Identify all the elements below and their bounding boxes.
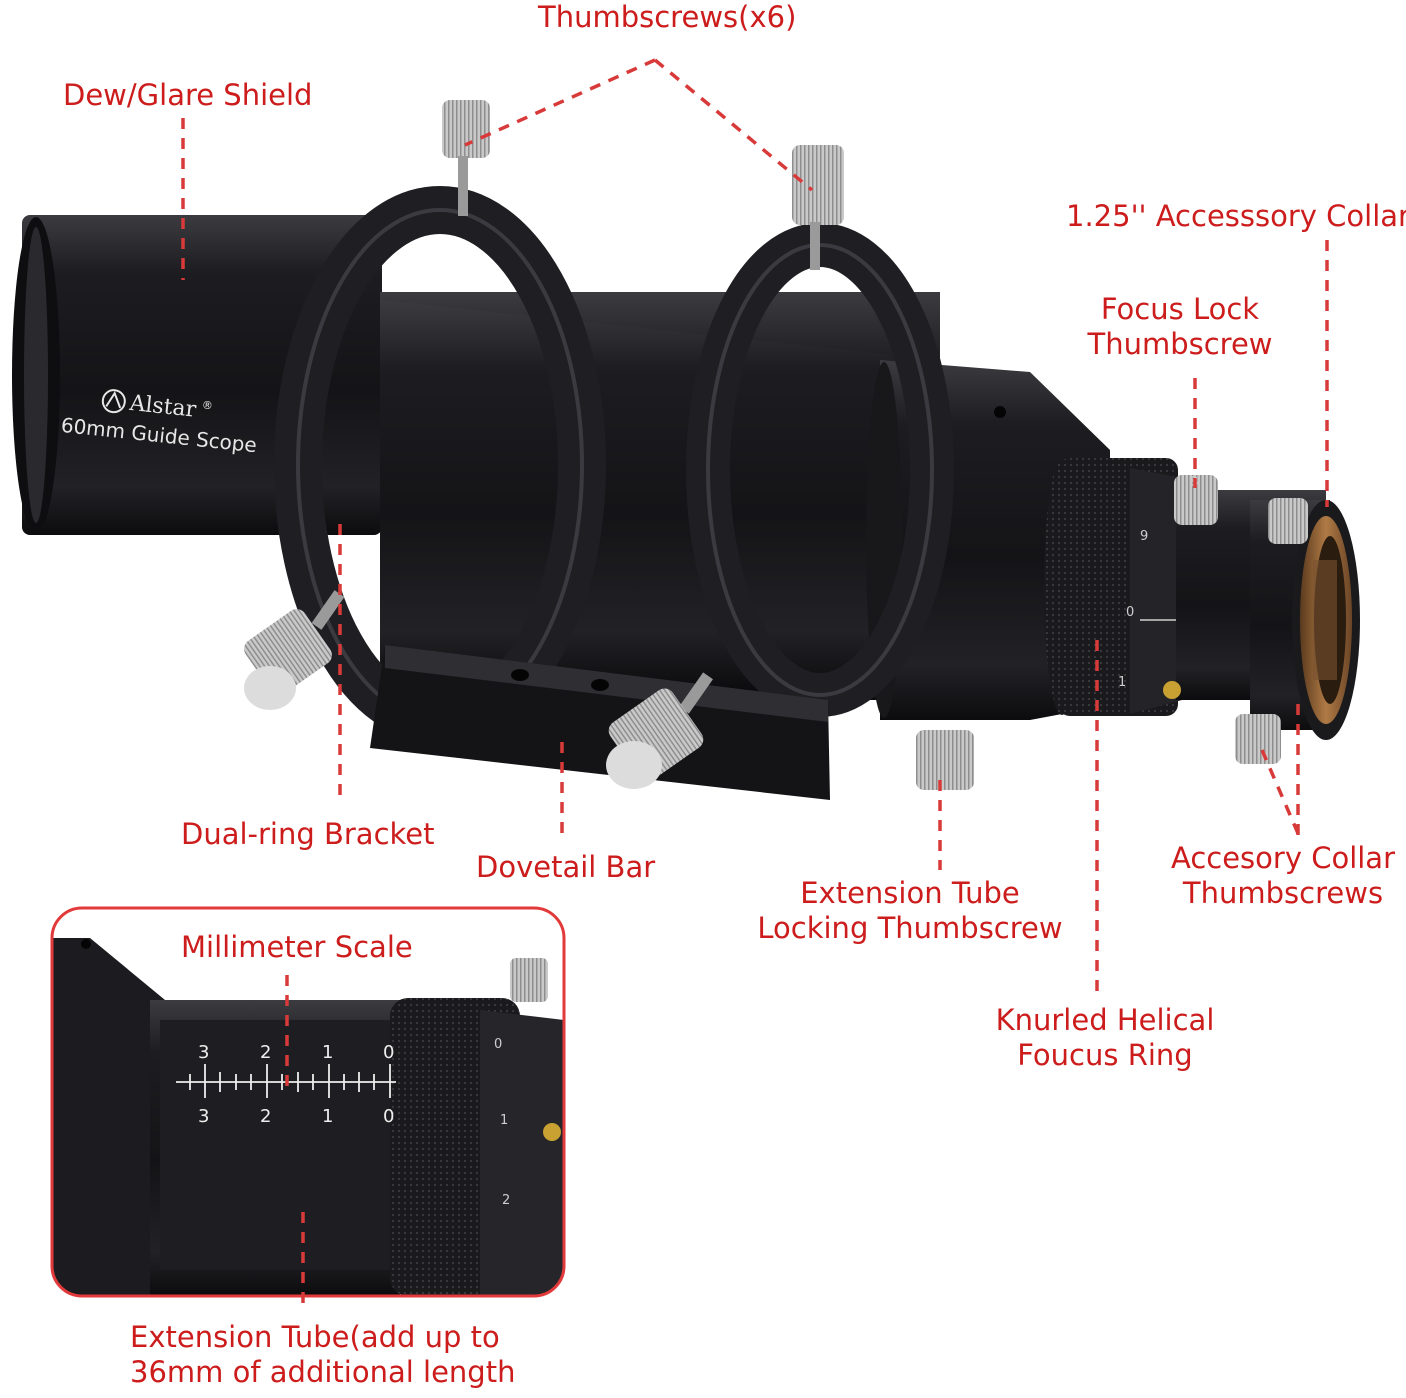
inset-detail-panel: 3 2 1 0 3 2 1 0 0 1 2 [50,906,566,1308]
scale-tick: 3 [198,1106,209,1127]
scale-tick: 0 [383,1106,394,1127]
label-dew-glare-shield: Dew/Glare Shield [63,78,313,112]
dial-tick: 9 [1140,529,1148,544]
dial-tick: 2 [502,1193,510,1208]
focus-ring [1044,458,1250,716]
dial-tick: 1 [500,1113,508,1128]
label-millimeter-scale: Millimeter Scale [181,930,413,964]
dial-tick: 1 [1118,675,1126,690]
dial-tick: 0 [494,1037,502,1052]
alstar-logo-icon [101,389,126,414]
inset-dial-ticks: 0 1 2 [494,1037,510,1208]
label-knurled-helical-focus-ring: Knurled Helical Foucus Ring [995,1003,1215,1072]
scale-tick: 1 [322,1106,333,1127]
label-dovetail-bar: Dovetail Bar [476,850,656,884]
scale-tick: 0 [383,1042,394,1063]
label-accessory-collar: 1.25'' Accesssory Collar [1066,199,1406,233]
label-extension-tube-locking-thumbscrew: Extension Tube Locking Thumbscrew [757,876,1063,945]
brand-mark: ® [201,398,213,412]
dial-tick: 0 [1126,605,1134,620]
knurled-thumbscrew-icon [1174,475,1308,764]
knurled-thumbscrew-icon [442,100,490,216]
knurled-thumbscrew-icon [244,590,345,710]
dovetail-bar [370,645,830,800]
scale-tick-labels: 3 2 1 0 3 2 1 0 [198,1042,394,1127]
knurled-thumbscrew-icon [792,145,844,270]
label-accessory-collar-thumbscrews: Accesory Collar Thumbscrews [1170,841,1395,910]
knurled-thumbscrew-icon [916,730,974,790]
leader-lines [181,58,1329,998]
scale-tick: 1 [322,1042,333,1063]
scale-tick: 3 [198,1042,209,1063]
scale-tick: 2 [260,1042,271,1063]
label-extension-tube: Extension Tube(add up to 36mm of additio… [130,1320,516,1389]
knurled-thumbscrew-icon [606,672,713,789]
scale-tick: 2 [260,1106,271,1127]
label-focus-lock-thumbscrew: Focus Lock Thumbscrew [1087,292,1273,361]
label-dual-ring-bracket: Dual-ring Bracket [181,817,435,851]
main-tube [380,292,940,700]
inset-leader-lines [285,975,305,1308]
label-thumbscrews: Thumbscrews(x6) [538,0,797,34]
